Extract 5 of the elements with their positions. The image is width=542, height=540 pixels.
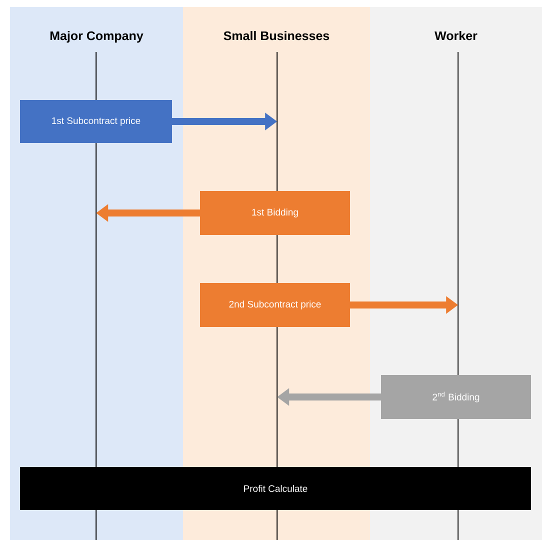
message-box: 1st Subcontract price	[20, 100, 172, 143]
process-bar: Profit Calculate	[20, 467, 531, 510]
message-box: 1st Bidding	[200, 191, 350, 235]
message-box: 2$^{nd}$ Bidding	[381, 375, 531, 419]
message-box: 2nd Subcontract price	[200, 283, 350, 327]
